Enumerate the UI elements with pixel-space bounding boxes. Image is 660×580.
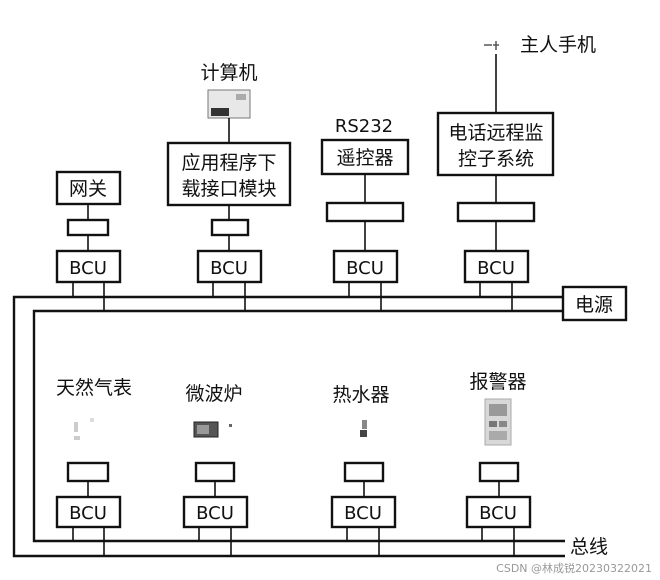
bcu-bottom-1 [55,495,122,529]
bcu-top-1 [55,249,122,284]
rs232-label: RS232 [335,116,393,137]
top-column-remote: RS232 遥控器 BCU [320,116,410,311]
bcu-bottom-4-label: BCU [479,503,517,524]
bottom-column-alarm: 报警器 BCU [465,371,532,556]
alarm-label: 报警器 [469,371,526,393]
bcu-bottom-3-label: BCU [344,503,382,524]
alarm-icon [484,398,512,446]
bcu-top-3 [332,249,399,284]
watermark-text: CSDN @林成锐20230322021 [496,561,652,575]
phone-monitor-box [436,111,555,177]
gateway-box [55,170,122,206]
bcu-top-4-label: BCU [477,258,515,279]
app-module-line1: 应用程序下 [181,152,276,174]
bcu-top-1-label: BCU [69,258,107,279]
gateway-interface [66,218,110,237]
phone-monitor-interface [456,201,536,223]
bcu-bottom-4 [465,495,532,529]
bcu-bottom-3 [330,495,397,529]
power-label: 电源 [575,294,613,316]
bcu-bottom-1-label: BCU [69,503,107,524]
top-column-phone-monitor: 主人手机 电话远程监 控子系统 BCU [436,34,596,311]
bcu-top-2-label: BCU [210,258,248,279]
power-box [561,285,628,322]
remote-interface [325,201,405,223]
phone-monitor-line2: 控子系统 [458,148,534,170]
bcu-bottom-2-label: BCU [196,503,234,524]
microwave-icon [193,421,232,438]
remote-label: 遥控器 [336,147,393,169]
bcu-top-4 [463,249,530,284]
alarm-interface [478,461,520,483]
top-column-app-module: 计算机 应用程序下 载接口模块 BCU [166,62,292,311]
owner-phone-label: 主人手机 [520,34,596,56]
app-module-box [166,141,292,207]
microwave-interface [194,461,236,483]
app-module-line2: 载接口模块 [181,178,276,200]
top-column-gateway: 网关 BCU [55,170,122,311]
phone-monitor-line1: 电话远程监 [448,122,543,144]
bcu-top-3-label: BCU [346,258,384,279]
bottom-column-gas-meter: 天然气表 BCU [55,377,132,556]
remote-box [320,138,410,176]
antenna-icon [484,41,499,50]
app-module-interface [210,218,250,237]
bus-line-inner [32,309,568,543]
bottom-column-microwave: 微波炉 BCU [182,383,249,556]
water-heater-interface [343,461,385,483]
bottom-column-water-heater: 热水器 BCU [330,384,397,556]
gas-meter-interface [66,461,110,483]
bcu-top-2 [196,249,263,284]
gateway-label: 网关 [69,178,107,200]
computer-label: 计算机 [200,62,257,84]
gas-meter-label: 天然气表 [56,377,132,399]
bus-line-outer [12,295,575,558]
microwave-label: 微波炉 [185,383,242,405]
gas-meter-icon [74,418,94,440]
bus-label: 总线 [570,536,608,558]
computer-icon [207,89,251,119]
bcu-bottom-2 [182,495,249,529]
water-heater-icon [360,420,367,437]
water-heater-label: 热水器 [332,384,389,406]
